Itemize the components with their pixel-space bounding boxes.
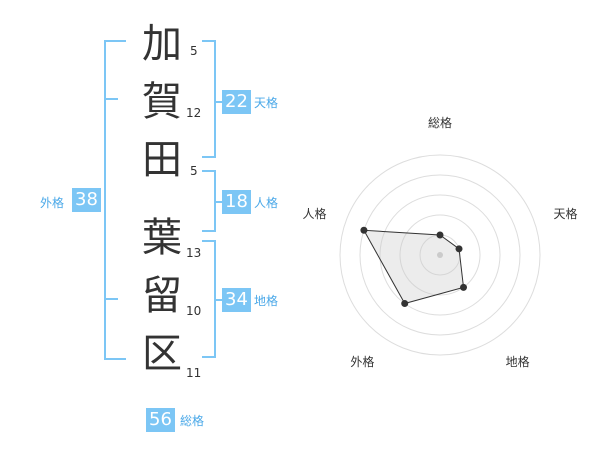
radar-axis-label: 天格 (554, 206, 578, 221)
radar-point-5 (360, 226, 368, 234)
connector (214, 101, 222, 103)
name-char-3: 田 (142, 137, 182, 183)
name-char-4: 葉 (142, 215, 182, 261)
radar-point-4 (401, 300, 409, 308)
bracket-tick (104, 98, 118, 100)
bracket-tick (104, 298, 118, 300)
radar-axis-label: 地格 (506, 354, 530, 369)
radar-axis-label: 総格 (428, 115, 452, 130)
stroke-count-4: 13 (186, 246, 202, 260)
name-char-1: 加 (142, 21, 182, 67)
gaikaku-label: 外格 (40, 196, 65, 210)
radar-point-2 (455, 245, 463, 253)
radar-point-3 (460, 283, 468, 291)
radar-axis-label: 人格 (302, 206, 326, 221)
name-char-2: 賀 (142, 79, 182, 125)
radar-ring (419, 234, 461, 276)
soukaku-label: 総格 (180, 414, 205, 428)
chikaku-label: 地格 (254, 294, 279, 308)
tenkaku-bracket (202, 40, 216, 158)
stroke-count-6: 11 (186, 366, 202, 380)
tenkaku-label: 天格 (254, 96, 279, 110)
gaikaku-value-badge: 38 (72, 188, 101, 212)
gaikaku-bracket (104, 40, 126, 360)
name-char-5: 留 (142, 273, 182, 319)
stroke-count-3: 5 (190, 164, 198, 178)
radar-ring (359, 174, 521, 336)
radar-ring (379, 194, 501, 316)
radar-point-1 (436, 231, 444, 239)
name-char-6: 区 (142, 331, 182, 377)
soukaku-value-badge: 56 (146, 408, 175, 432)
radar-axis-label: 外格 (350, 354, 374, 369)
radar-series-area (363, 229, 465, 305)
jinkaku-value-badge: 18 (222, 190, 251, 214)
jinkaku-label: 人格 (254, 196, 279, 210)
radar-center (437, 252, 443, 258)
stroke-count-5: 10 (186, 304, 202, 318)
radar-ring (399, 214, 481, 296)
tenkaku-value-badge: 22 (222, 90, 251, 114)
chikaku-value-badge: 34 (222, 288, 251, 312)
connector (214, 299, 222, 301)
stroke-count-2: 12 (186, 106, 202, 120)
connector (214, 201, 222, 203)
stroke-count-1: 5 (190, 44, 198, 58)
radar-ring (339, 154, 541, 356)
